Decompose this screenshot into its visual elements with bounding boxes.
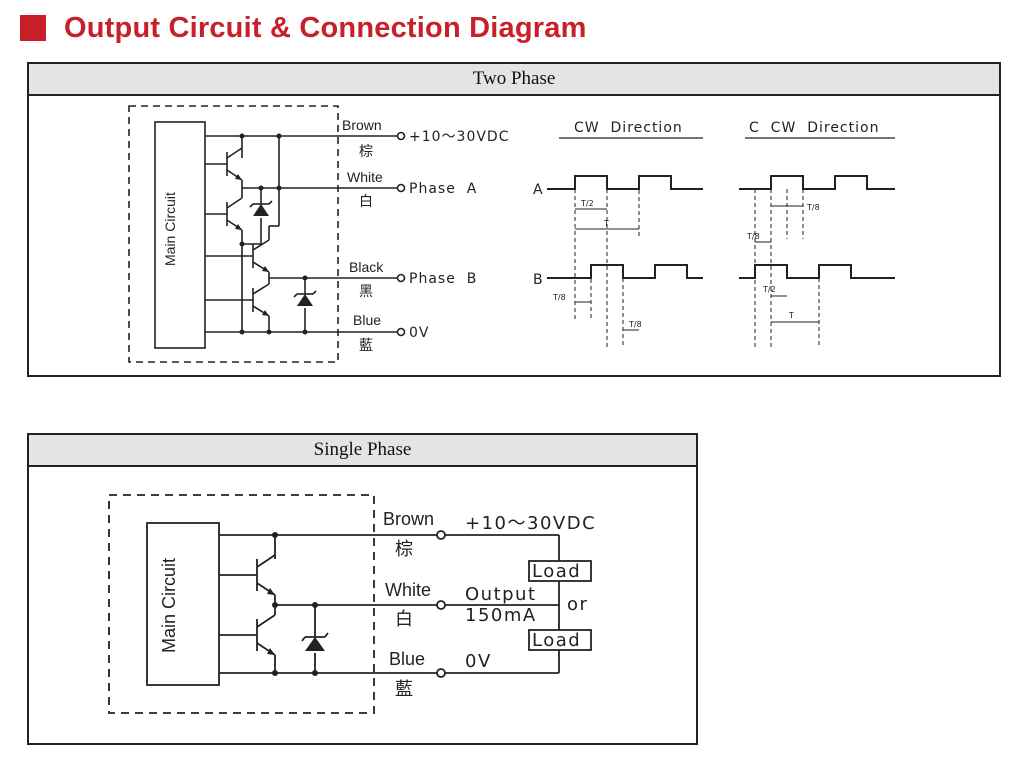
ccw-wave-b [739, 264, 895, 279]
two-phase-diagram: Main Circuit Brown 棕 White 白 Black 黑 Blu… [128, 105, 895, 363]
ccw-t-eighth-1: T/8 [806, 203, 820, 212]
load-label-upper: Load [532, 561, 581, 582]
ccw-title: C CW Direction [749, 120, 879, 136]
load-box-upper [528, 560, 592, 582]
wire-white-cn: 白 [359, 193, 373, 209]
sp-terminal-brown [436, 530, 446, 540]
two-phase-header: Two Phase [29, 64, 999, 96]
terminal-blue [396, 327, 406, 337]
sp-output-current: 150mA [465, 605, 537, 626]
signal-phase-a: Phase A [409, 181, 477, 197]
ccw-t-eighth-2: T/8 [746, 232, 760, 241]
ccw-t-full: T [788, 311, 794, 320]
sp-signal-vdc: +10～30VDC [465, 513, 596, 534]
or-label: or [567, 594, 588, 615]
terminal-brown [396, 131, 406, 141]
wire-black-cn: 黑 [359, 283, 373, 299]
signal-phase-b: Phase B [409, 271, 477, 287]
terminal-black [396, 273, 406, 283]
sp-wire-blue-cn: 藍 [395, 679, 413, 699]
wire-black-label: Black [349, 259, 384, 275]
channel-b-label: B [533, 272, 544, 288]
channel-a-label: A [533, 182, 544, 198]
sp-wire-brown: Brown [383, 509, 434, 529]
wire-white-label: White [347, 169, 383, 185]
cw-t-full: T [603, 219, 609, 228]
sp-wire-blue: Blue [389, 649, 425, 669]
title-marker-square [20, 15, 46, 41]
single-phase-diagram: Main Circuit Brown 棕 White 白 Blue 藍 +10～… [108, 494, 596, 714]
cw-wave-b [547, 264, 703, 279]
sp-signal-0v: 0V [465, 651, 492, 672]
ccw-wave-a [739, 175, 895, 190]
cw-t-eighth-2: T/8 [628, 320, 642, 329]
sp-zener-icon [305, 637, 325, 651]
single-phase-header: Single Phase [29, 435, 696, 467]
ccw-t-half: T/2 [762, 285, 776, 294]
wire-blue-cn: 藍 [359, 337, 373, 353]
two-phase-panel: Two Phase [27, 62, 1001, 377]
sp-terminal-white [436, 600, 446, 610]
page-title-text: Output Circuit & Connection Diagram [64, 11, 587, 44]
two-phase-main-label: Main Circuit [162, 192, 178, 266]
cw-t-eighth-1: T/8 [552, 293, 566, 302]
two-phase-main-circuit-box [154, 121, 206, 349]
signal-0v: 0V [409, 325, 429, 341]
wire-brown-label: Brown [342, 117, 382, 133]
zener-b-icon [297, 294, 313, 306]
cw-wave-a [547, 175, 703, 190]
terminal-white [396, 183, 406, 193]
two-phase-enclosure [128, 105, 339, 363]
signal-vdc: +10～30VDC [409, 129, 510, 145]
wire-blue-label: Blue [353, 312, 381, 328]
single-phase-main-circuit-box [146, 522, 220, 686]
sp-wire-white-cn: 白 [395, 609, 413, 629]
cw-title: CW Direction [574, 120, 683, 136]
load-label-lower: Load [532, 630, 581, 651]
page-title: Output Circuit & Connection Diagram [20, 10, 587, 46]
single-phase-panel: Single Phase [27, 433, 698, 745]
cw-t-half: T/2 [580, 199, 594, 208]
zener-a-icon [253, 204, 269, 216]
load-box-lower [528, 629, 592, 651]
sp-wire-white: White [385, 580, 431, 600]
single-phase-enclosure [108, 494, 375, 714]
sp-wire-brown-cn: 棕 [395, 539, 413, 559]
sp-signal-output: Output [465, 584, 537, 605]
wire-brown-cn: 棕 [359, 143, 373, 159]
sp-terminal-blue [436, 668, 446, 678]
sp-main-label-1: Main Circuit [159, 558, 179, 653]
